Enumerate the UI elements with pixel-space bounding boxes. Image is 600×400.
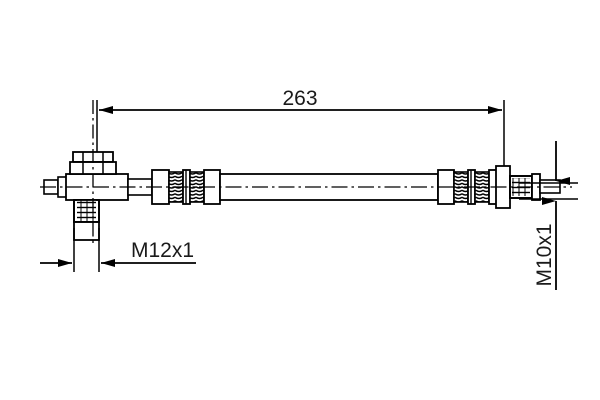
threaded-stud — [73, 199, 100, 241]
dimension-banjo-thread — [40, 228, 196, 272]
dimension-end-fitting-thread — [519, 141, 578, 290]
dimension-label-banjo-thread: M12x1 — [131, 239, 194, 262]
dimension-label-overall-length: 263 — [282, 87, 317, 110]
dimension-label-end-fitting-thread: M10x1 — [533, 223, 556, 286]
axis-centerline — [40, 100, 572, 245]
